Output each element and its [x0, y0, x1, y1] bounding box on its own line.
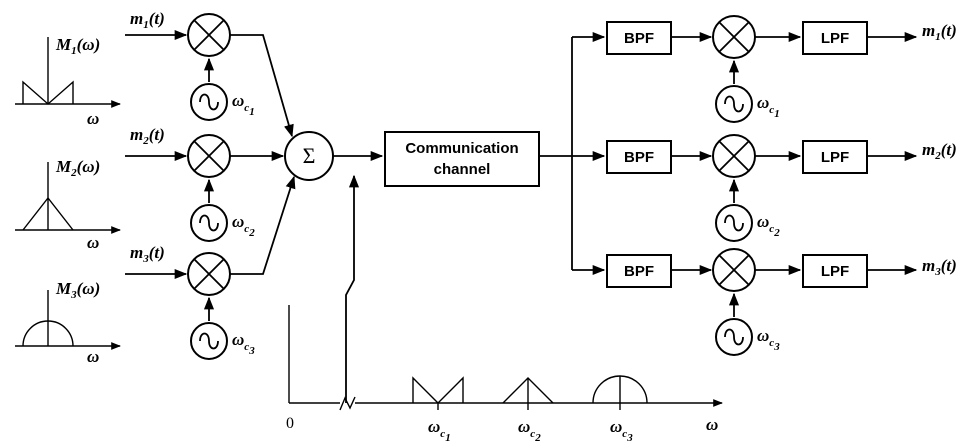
- oscillator-1: [190, 83, 228, 121]
- lpf-3: LPF: [802, 254, 868, 288]
- lpf-2: LPF: [802, 140, 868, 174]
- oscillator-2: [190, 204, 228, 242]
- spectrum-3-axis-label: ω: [87, 347, 99, 366]
- channel-label-line1: Communication: [405, 140, 518, 157]
- svg-text:LPF: LPF: [821, 263, 849, 280]
- carrier-1-label: ωc1: [232, 91, 255, 118]
- spectrum-pointer-arrow: [345, 174, 360, 403]
- band-1: [412, 376, 464, 404]
- svg-text:BPF: BPF: [624, 30, 654, 47]
- oscillator-3: [190, 322, 228, 360]
- spectrum-tick-2: ωc2: [518, 417, 541, 441]
- spectrum-1-label: M1(ω): [55, 35, 100, 57]
- summer: Σ: [284, 131, 334, 181]
- lpf-1: LPF: [802, 21, 868, 55]
- output-signal-1-label: m1(t): [922, 21, 957, 43]
- channel-label-line2: channel: [434, 161, 491, 178]
- spectrum-2-axis-label: ω: [87, 233, 99, 252]
- demod-oscillator-3: [715, 318, 753, 356]
- spectrum-2-label: M2(ω): [55, 157, 100, 179]
- carrier-3-label: ωc3: [232, 330, 255, 357]
- demod-oscillator-1: [715, 85, 753, 123]
- demodulator-branch-3: BPF ωc3 LPF m3(t): [572, 248, 957, 356]
- spectrum-origin-label: 0: [286, 415, 294, 432]
- demod-carrier-1-label: ωc1: [757, 93, 780, 120]
- input-signal-3-label: m3(t): [130, 243, 165, 265]
- input-signal-1-label: m1(t): [130, 9, 165, 31]
- svg-text:LPF: LPF: [821, 30, 849, 47]
- multiplier-2: [187, 134, 231, 178]
- bpf-2: BPF: [606, 140, 672, 174]
- input-spectrum-2: M2(ω) ω: [15, 157, 121, 252]
- modulator-branch-1: m1(t) ωc1: [125, 9, 255, 121]
- multiplexed-spectrum: 0 ωc1 ωc2 ωc3 ω: [286, 305, 723, 441]
- spectrum-tick-1: ωc1: [428, 417, 451, 441]
- demod-multiplier-2: [712, 134, 756, 178]
- demod-multiplier-3: [712, 248, 756, 292]
- svg-text:LPF: LPF: [821, 149, 849, 166]
- summer-symbol: Σ: [303, 143, 316, 168]
- carrier-2-label: ωc2: [232, 212, 255, 239]
- bpf-3: BPF: [606, 254, 672, 288]
- demod-oscillator-2: [715, 204, 753, 242]
- spectrum-3-label: M3(ω): [55, 279, 100, 301]
- modulator-branch-2: m2(t) ωc2: [125, 125, 255, 242]
- output-signal-3-label: m3(t): [922, 256, 957, 278]
- output-signal-2-label: m2(t): [922, 140, 957, 162]
- demod-carrier-2-label: ωc2: [757, 212, 780, 239]
- multiplier-1: [187, 13, 231, 57]
- svg-text:BPF: BPF: [624, 263, 654, 280]
- svg-text:BPF: BPF: [624, 149, 654, 166]
- input-spectrum-3: M3(ω) ω: [15, 279, 121, 366]
- spectrum-axis-label: ω: [706, 415, 718, 434]
- demodulator-branch-2: BPF ωc2 LPF m2(t): [572, 134, 957, 242]
- spectrum-1-axis-label: ω: [87, 109, 99, 128]
- input-signal-2-label: m2(t): [130, 125, 165, 147]
- input-spectrum-1: M1(ω) ω: [15, 35, 121, 128]
- demod-carrier-3-label: ωc3: [757, 326, 780, 353]
- modulator-branch-3: m3(t) ωc3: [125, 243, 255, 360]
- demod-multiplier-1: [712, 15, 756, 59]
- bpf-1: BPF: [606, 21, 672, 55]
- multiplier-3: [187, 252, 231, 296]
- communication-channel-block: Communication channel: [384, 131, 540, 187]
- demodulator-branch-1: BPF ωc1 LPF m1(t): [572, 15, 957, 123]
- spectrum-tick-3: ωc3: [610, 417, 633, 441]
